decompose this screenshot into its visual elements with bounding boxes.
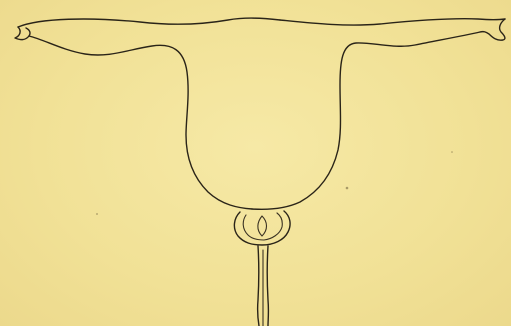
left-tube-end <box>15 27 30 40</box>
right-tube-lower-edge <box>252 32 480 209</box>
left-tube-lower-edge <box>29 36 252 209</box>
stem-left-edge <box>258 246 259 326</box>
paper-speck <box>346 187 349 190</box>
left-tube-upper-edge <box>18 18 280 27</box>
right-tube-upper-edge <box>280 19 505 25</box>
stem-right-edge <box>267 246 268 326</box>
cervical-opening <box>258 216 267 236</box>
paper-speck <box>96 213 98 215</box>
paper-speck <box>451 151 453 153</box>
right-tube-end <box>480 19 505 40</box>
